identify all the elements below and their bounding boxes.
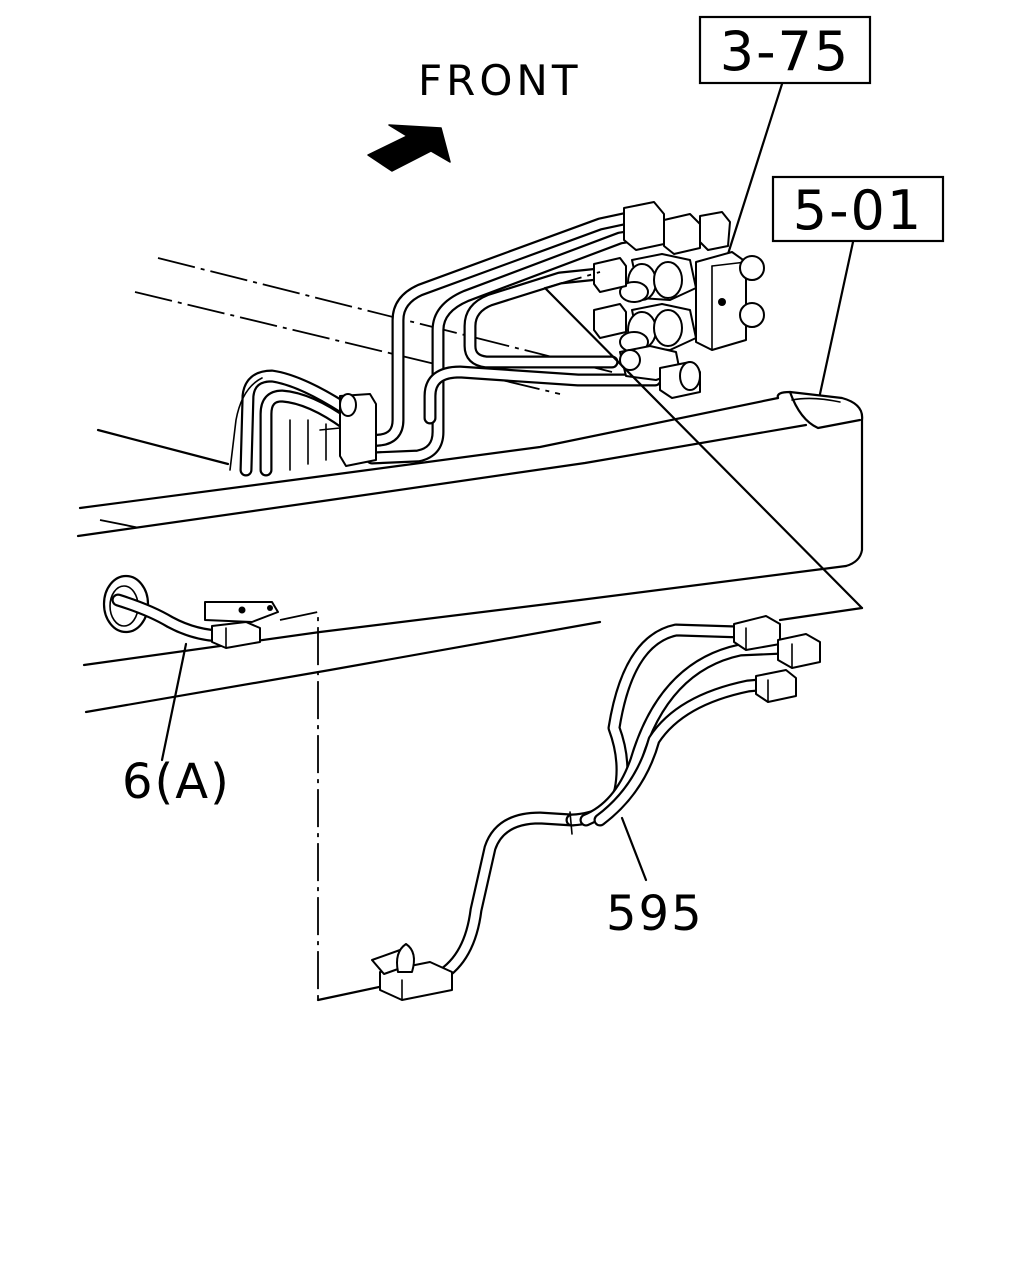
link-line-bottom — [316, 984, 386, 1002]
part-595-label: 595 — [606, 886, 704, 942]
front-label: FRONT — [418, 56, 581, 105]
frame-member — [76, 257, 864, 714]
ref-3-75-label: 3-75 — [720, 20, 851, 83]
hose-clip[interactable] — [371, 943, 453, 1001]
ref-5-01-label: 5-01 — [793, 179, 924, 242]
ref-5-01-leader — [818, 240, 855, 396]
ref-box-5-01[interactable]: 5-01 — [771, 175, 945, 243]
front-arrow-icon — [367, 124, 451, 172]
link-line-upper — [544, 271, 601, 289]
part-595-leader — [620, 816, 648, 882]
junction-block[interactable] — [593, 201, 765, 399]
link-line-diagonal — [543, 286, 864, 610]
ref-box-3-75[interactable]: 3-75 — [698, 15, 872, 85]
link-line-vertical — [279, 610, 319, 1000]
hose-595[interactable] — [433, 615, 821, 983]
part-6a-label: 6(A) — [122, 754, 231, 810]
ref-3-75-leader — [726, 82, 784, 256]
part-6a-leader — [160, 642, 188, 762]
link-line-end — [778, 606, 864, 622]
upper-brake-pipes — [229, 211, 667, 477]
hose-6a[interactable] — [111, 593, 261, 649]
